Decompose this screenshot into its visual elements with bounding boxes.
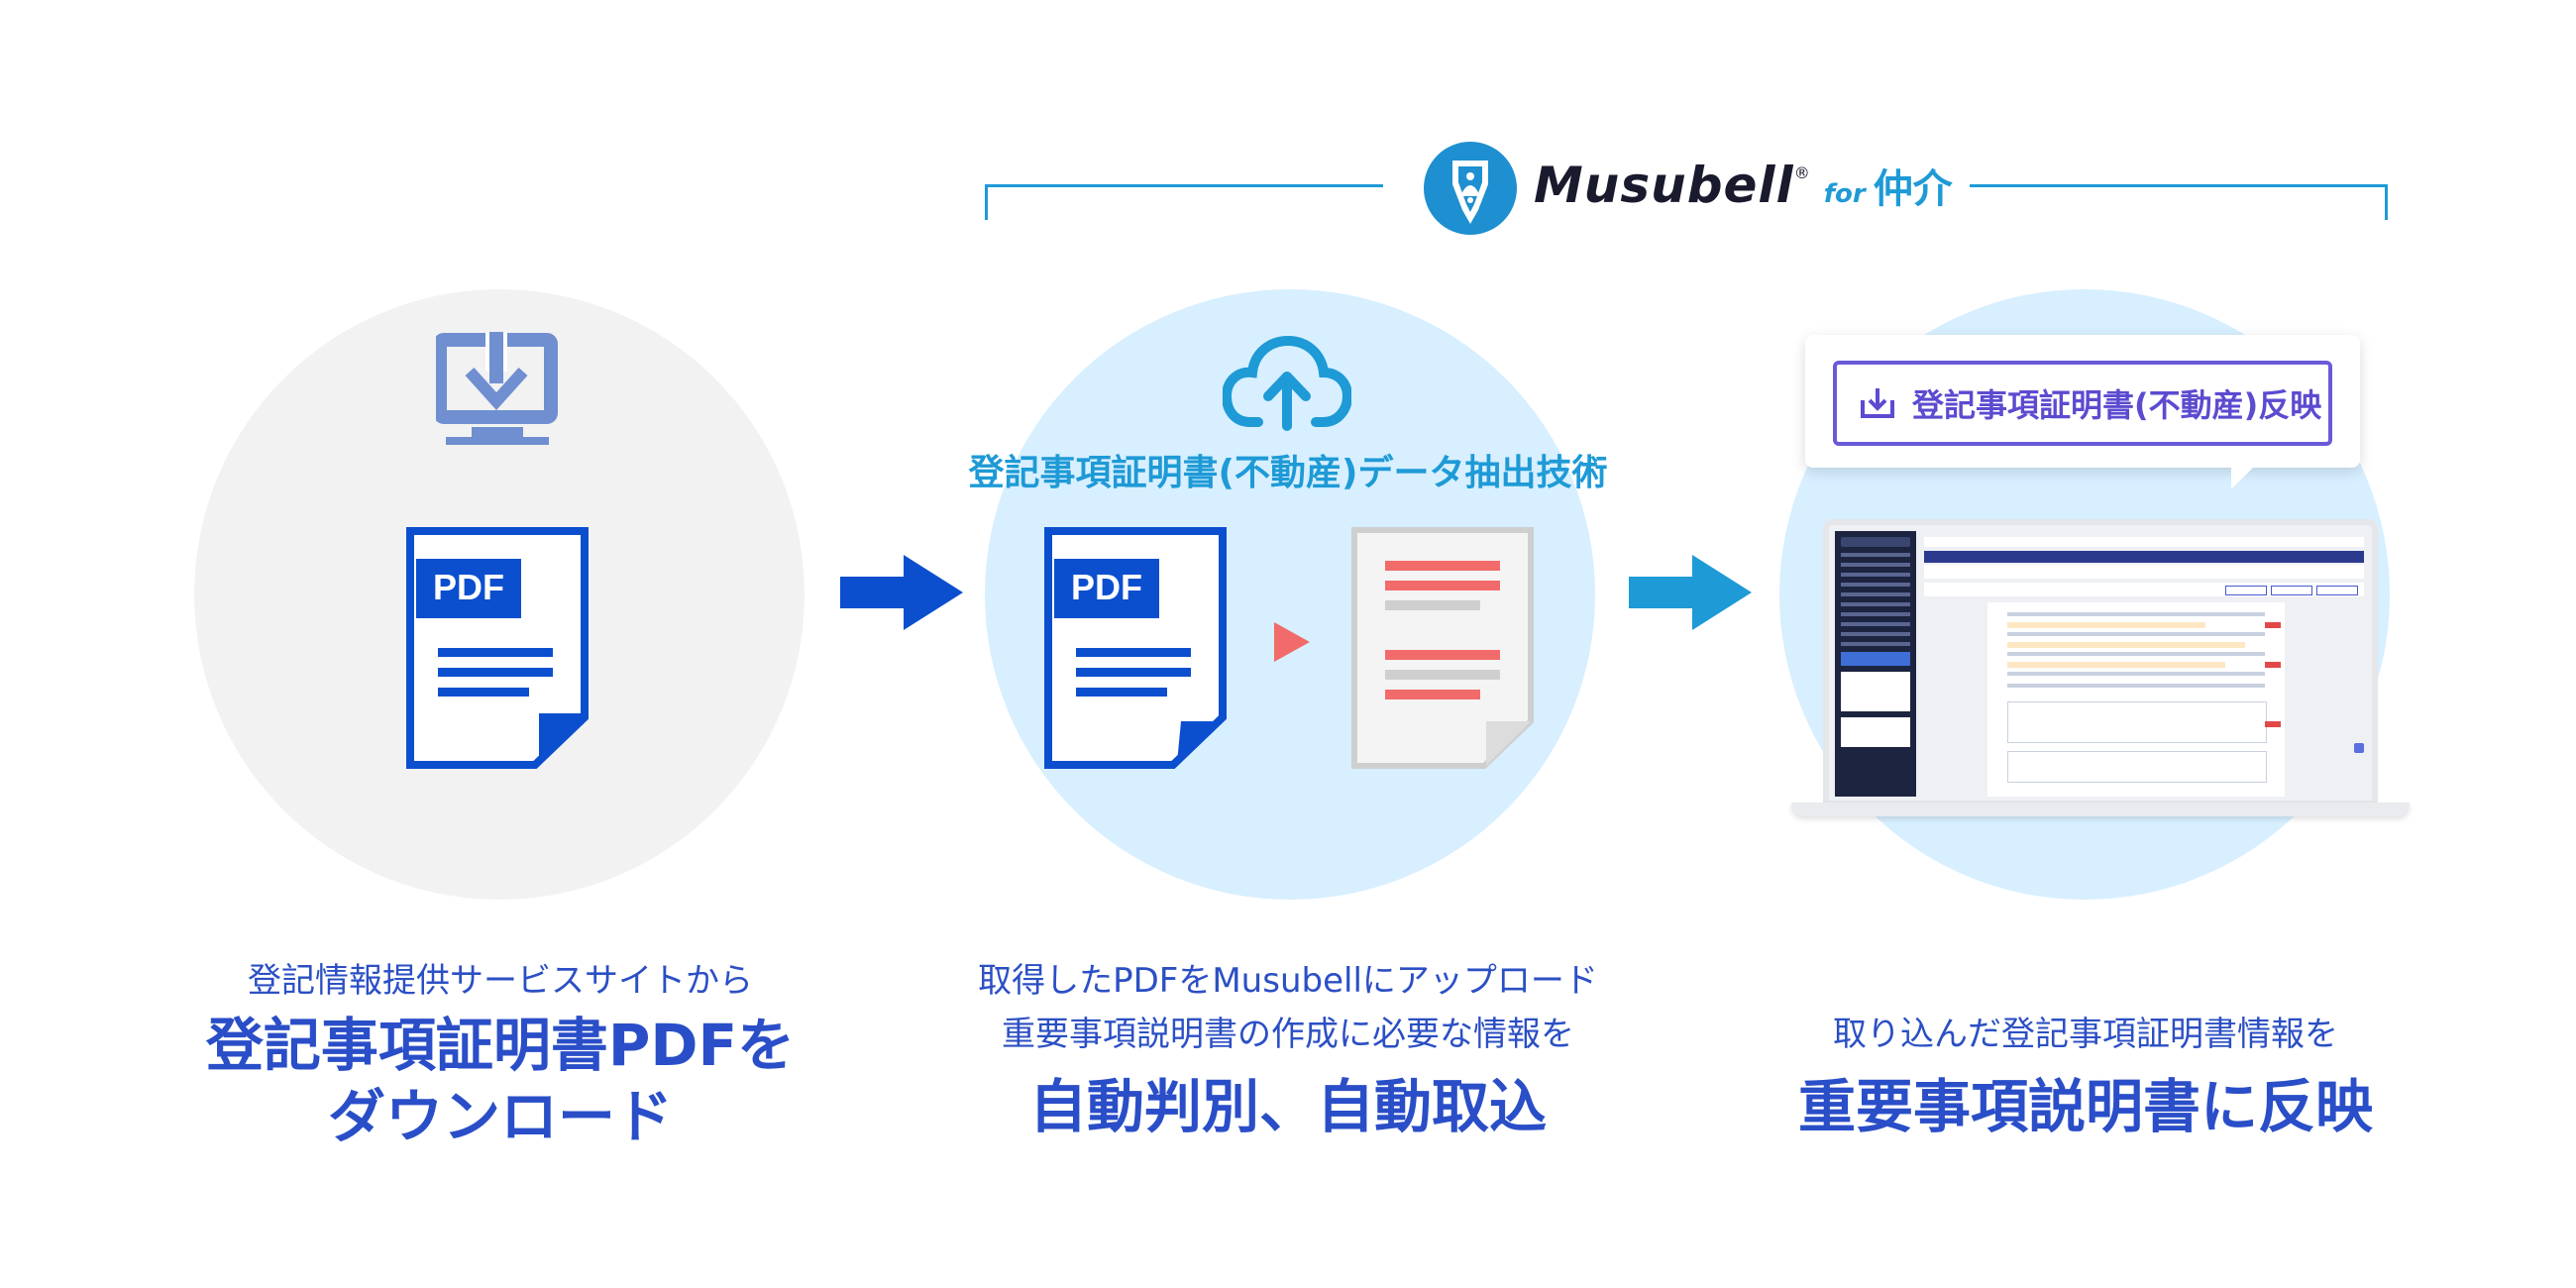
arrow-right-icon bbox=[840, 555, 963, 630]
step1-caption-main-1: 登記事項証明書PDFを bbox=[205, 1012, 796, 1079]
step3-caption-main: 重要事項説明書に反映 bbox=[1797, 1073, 2373, 1140]
reflect-callout-pointer bbox=[2231, 464, 2257, 489]
step2-pdf-label: PDF bbox=[1071, 567, 1142, 607]
step2-caption-sub-1: 取得したPDFをMusubellにアップロード bbox=[978, 961, 1598, 1001]
brand-bracket-right bbox=[1970, 184, 2388, 187]
download-monitor-icon bbox=[433, 332, 559, 447]
laptop-mockup bbox=[1791, 519, 2410, 816]
app-document-area bbox=[1987, 602, 2285, 797]
extracted-data-document-icon bbox=[1351, 527, 1534, 769]
laptop-screen bbox=[1823, 519, 2378, 806]
extraction-tech-label: 登記事項証明書(不動産)データ抽出技術 bbox=[968, 453, 1608, 493]
app-topbar bbox=[1924, 537, 2364, 547]
step2-caption-sub-2: 重要事項説明書の作成に必要な情報を bbox=[1002, 1015, 1574, 1054]
brand-logo bbox=[1423, 141, 1518, 236]
laptop-base bbox=[1791, 803, 2410, 816]
step2-caption-main: 自動判別、自動取込 bbox=[1028, 1073, 1547, 1140]
musubell-pen-icon bbox=[1424, 142, 1517, 235]
reflect-registry-button[interactable]: 登記事項証明書(不動産)反映 bbox=[1833, 361, 2332, 446]
play-triangle-icon bbox=[1272, 622, 1312, 662]
step2-pdf-document-icon: PDF bbox=[1044, 527, 1227, 769]
step1-caption-main-2: ダウンロード bbox=[327, 1083, 673, 1150]
download-tray-icon bbox=[1859, 386, 1896, 420]
brand-bracket-right-tick bbox=[2385, 184, 2388, 220]
cloud-upload-icon bbox=[1221, 335, 1353, 432]
brand-wordmark: Musubell bbox=[1534, 157, 1794, 214]
brand-registered-mark: ® bbox=[1793, 163, 1810, 182]
reflect-button-label: 登記事項証明書(不動産)反映 bbox=[1912, 386, 2322, 424]
brand-suffix: 仲介 bbox=[1873, 166, 1953, 212]
step1-caption-sub: 登記情報提供サービスサイトから bbox=[248, 961, 753, 1001]
brand-bracket-left-tick bbox=[985, 184, 988, 220]
app-scroll-indicator[interactable] bbox=[2354, 743, 2364, 753]
step3-caption-sub: 取り込んだ登記事項証明書情報を bbox=[1833, 1015, 2338, 1054]
brand-name: Musubell ® for 仲介 bbox=[1534, 157, 1953, 226]
app-toolbar bbox=[1924, 583, 2364, 596]
app-sidebar bbox=[1835, 531, 1916, 797]
app-navbar bbox=[1924, 551, 2364, 563]
arrow-right-icon-2 bbox=[1629, 555, 1752, 630]
app-subnav bbox=[1924, 565, 2364, 579]
step1-pdf-document-icon: PDF bbox=[406, 527, 589, 769]
step1-pdf-label: PDF bbox=[433, 567, 504, 607]
brand-for: for bbox=[1823, 179, 1866, 209]
brand-bracket-left bbox=[985, 184, 1383, 187]
